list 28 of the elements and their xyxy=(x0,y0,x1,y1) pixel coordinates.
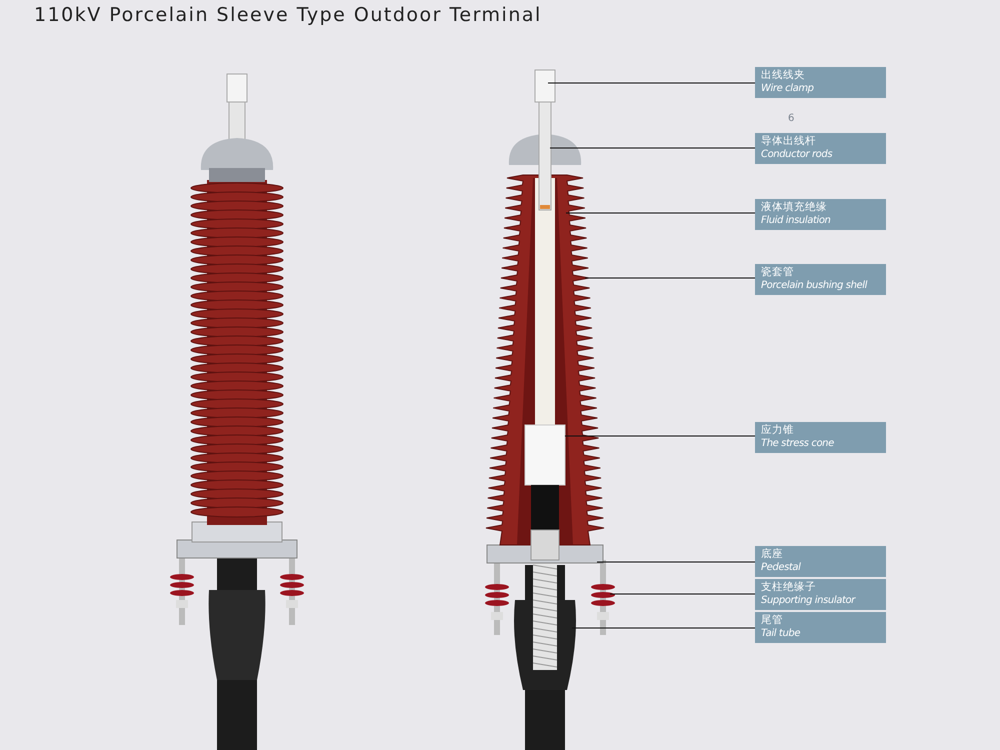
english-part-name: Tail tube xyxy=(761,627,802,640)
chinese-part-name: 液体填充绝缘 xyxy=(761,201,828,214)
callout-label-box xyxy=(755,133,886,164)
callout-number: 6 xyxy=(788,113,794,124)
leader-line xyxy=(548,82,756,84)
english-part-name: Pedestal xyxy=(761,561,802,574)
chinese-part-name: 瓷套管 xyxy=(761,266,795,279)
english-part-name: Conductor rods xyxy=(761,148,834,161)
english-part-name: Supporting insulator xyxy=(761,594,857,607)
chinese-part-name: 尾管 xyxy=(761,614,784,627)
chinese-part-name: 导体出线杆 xyxy=(761,135,817,148)
english-part-name: Porcelain bushing shell xyxy=(761,279,868,292)
callout-label-box xyxy=(755,546,886,577)
leader-line xyxy=(566,212,756,214)
english-part-name: The stress cone xyxy=(761,437,835,450)
english-part-name: Fluid insulation xyxy=(761,214,832,227)
callout-label-box xyxy=(755,422,886,453)
callout-label-box xyxy=(755,199,886,230)
chinese-part-name: 支柱绝缘子 xyxy=(761,581,817,594)
chinese-part-name: 底座 xyxy=(761,548,784,561)
english-part-name: Wire clamp xyxy=(761,82,815,95)
callout-label-box xyxy=(755,67,886,98)
callout-label-box xyxy=(755,579,886,610)
chinese-part-name: 应力锥 xyxy=(761,424,795,437)
callout-label-box xyxy=(755,612,886,643)
chinese-part-name: 出线线夹 xyxy=(761,69,806,82)
diagram-title: 110kV Porcelain Sleeve Type Outdoor Terminal xyxy=(34,4,542,26)
callout-label-box xyxy=(755,264,886,295)
